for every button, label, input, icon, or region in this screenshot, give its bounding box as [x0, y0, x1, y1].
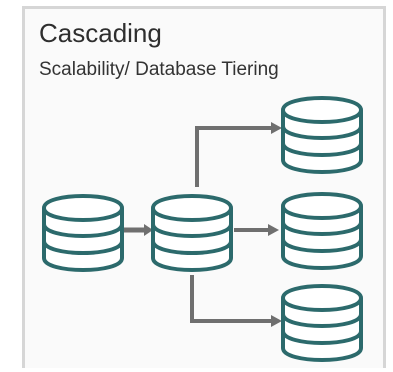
page-subtitle: Scalability/ Database Tiering — [39, 59, 279, 80]
cascade-database-icon — [151, 194, 233, 272]
connector-cascade-to-bottom — [190, 275, 282, 327]
page-title: Cascading — [39, 18, 162, 48]
target-database-top-icon — [281, 96, 363, 174]
target-database-middle-icon — [281, 192, 363, 270]
connector-source-to-cascade — [122, 224, 153, 236]
source-database-icon — [42, 194, 124, 272]
connector-cascade-to-middle — [234, 224, 279, 236]
target-database-bottom-icon — [281, 284, 363, 362]
connector-cascade-to-top — [195, 122, 282, 187]
